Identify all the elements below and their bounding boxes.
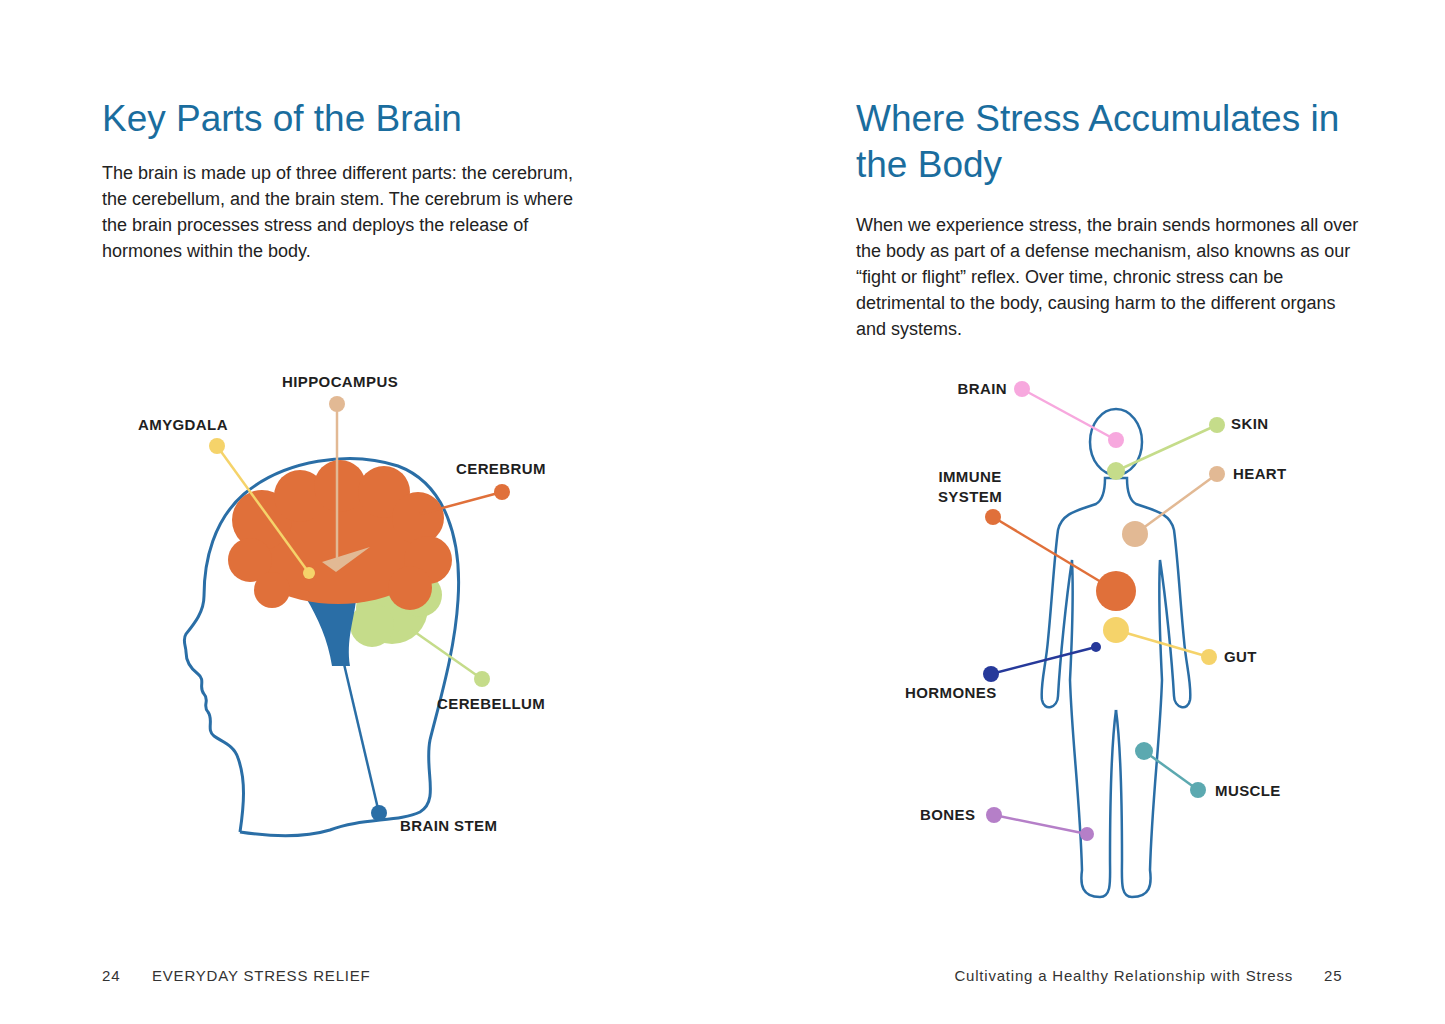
organ-label: HEART [1233, 464, 1287, 484]
cerebrum-shape [228, 460, 452, 610]
page-number: 25 [1324, 966, 1342, 986]
head-outline [184, 459, 458, 836]
running-header: EVERYDAY STRESS RELIEF [152, 966, 371, 986]
body-paragraph: When we experience stress, the brain sen… [856, 212, 1366, 342]
organ-label: BONES [920, 805, 975, 825]
part-label: BRAIN STEM [400, 816, 497, 836]
page-number: 24 [102, 966, 120, 986]
body-leaders [983, 381, 1225, 841]
page-heading: Key Parts of the Brain [102, 96, 602, 142]
organ-label: BRAIN [958, 379, 1008, 399]
organ-label: HORMONES [905, 683, 997, 703]
organ-label: IMMUNE SYSTEM [930, 467, 1010, 507]
brain-stem-shape [306, 595, 356, 666]
organ-label: MUSCLE [1215, 781, 1281, 801]
brain-leaders [209, 396, 510, 821]
running-header: Cultivating a Healthy Relationship with … [954, 966, 1293, 986]
part-label: CEREBRUM [456, 459, 546, 479]
part-label: AMYGDALA [138, 415, 228, 435]
part-label: CEREBELLUM [437, 694, 545, 714]
body-paragraph: The brain is made up of three different … [102, 160, 582, 264]
page-heading: Where Stress Accumulates in the Body [856, 96, 1356, 188]
part-label: HIPPOCAMPUS [282, 372, 398, 392]
body-outline [1042, 409, 1191, 897]
organ-label: SKIN [1231, 414, 1268, 434]
organ-label: GUT [1224, 647, 1257, 667]
